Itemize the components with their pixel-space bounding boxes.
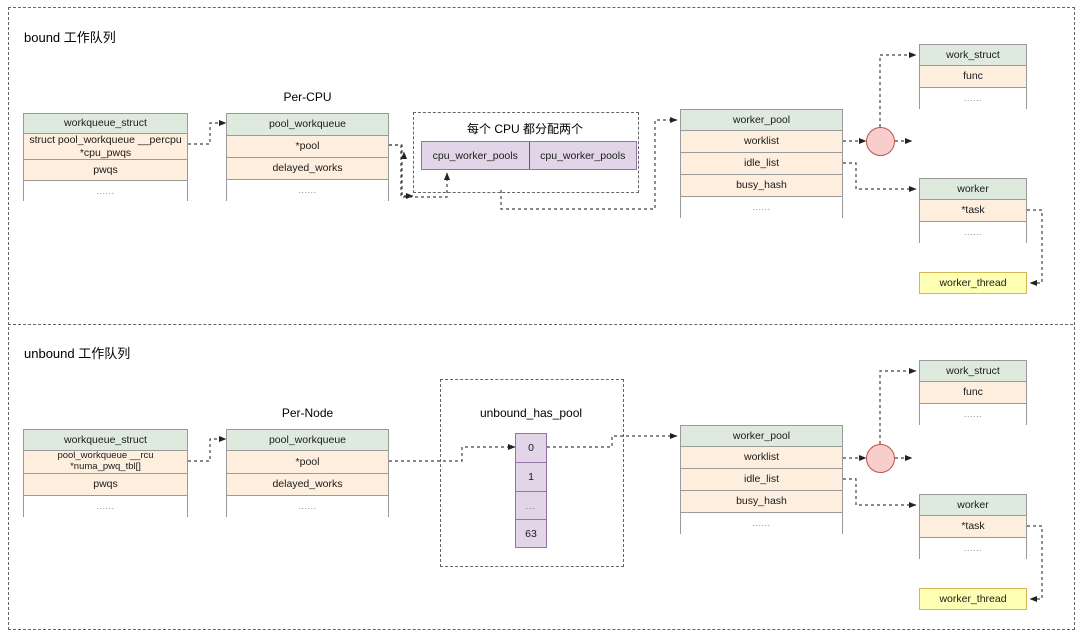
section-title-bound: bound 工作队列 [24,30,116,45]
record-title: worker_pool [681,110,842,131]
record-title: worker [920,495,1026,516]
record-field: ...... [681,513,842,534]
cpu-worker-pool-cell[interactable]: cpu_worker_pools [422,142,530,169]
record-title: work_struct [920,361,1026,382]
caption-unbound-has-pool: unbound_has_pool [479,406,583,420]
record-field: ...... [920,538,1026,559]
bound-pool-workqueue-record[interactable]: pool_workqueue *pool delayed_works .....… [226,113,389,201]
unbound-workqueue-struct-record[interactable]: workqueue_struct pool_workqueue __rcu *n… [23,429,188,517]
section-divider [8,324,1073,325]
unbound-pool-workqueue-record[interactable]: pool_workqueue *pool delayed_works .....… [226,429,389,517]
pool-index-item[interactable]: 0 [516,434,546,463]
bound-cpu-pools-container [413,112,639,193]
record-title: pool_workqueue [227,114,388,136]
unbound-worker-pool-record[interactable]: worker_pool worklist idle_list busy_hash… [680,425,843,534]
record-field: pool_workqueue __rcu *numa_pwq_tbl[] [24,451,187,474]
bound-worker-pool-record[interactable]: worker_pool worklist idle_list busy_hash… [680,109,843,218]
caption-per-cpu: Per-CPU [283,90,332,104]
record-title: worker [920,179,1026,200]
unbound-worker-record[interactable]: worker *task ...... [919,494,1027,559]
bound-worker-record[interactable]: worker *task ...... [919,178,1027,243]
pool-index-item[interactable]: 63 [525,527,537,540]
record-title: work_struct [920,45,1026,66]
record-field: ...... [920,404,1026,425]
record-field: busy_hash [681,491,842,513]
record-title: pool_workqueue [227,430,388,451]
bound-work-struct-record[interactable]: work_struct func ...... [919,44,1027,109]
unbound-dispatch-node[interactable] [866,444,895,473]
record-field: ...... [24,496,187,517]
record-field: delayed_works [227,158,388,180]
record-field: ...... [227,496,388,517]
unbound-worker-thread-node[interactable]: worker_thread [919,588,1027,610]
bound-worker-thread-node[interactable]: worker_thread [919,272,1027,294]
record-field: delayed_works [227,474,388,496]
record-title: worker_pool [681,426,842,447]
unbound-work-struct-record[interactable]: work_struct func ...... [919,360,1027,425]
record-field: *pool [227,451,388,474]
record-field: pwqs [24,474,187,496]
bound-workqueue-struct-record[interactable]: workqueue_struct struct pool_workqueue _… [23,113,188,201]
unbound-has-pool-container [440,379,624,567]
pool-index-item[interactable]: ... [516,492,546,520]
record-field: *task [920,516,1026,538]
record-title: workqueue_struct [24,114,187,134]
section-title-unbound: unbound 工作队列 [24,346,131,361]
record-field: pwqs [24,160,187,181]
cpu-worker-pool-cell[interactable]: cpu_worker_pools [540,149,626,162]
caption-two-per-cpu: 每个 CPU 都分配两个 [466,122,583,136]
record-field: ...... [681,197,842,218]
bound-dispatch-node[interactable] [866,127,895,156]
record-field: ...... [920,222,1026,243]
record-field: worklist [681,131,842,153]
record-field: busy_hash [681,175,842,197]
unbound-pool-index-stack[interactable]: 0 1 ... 63 [515,433,547,548]
bound-cpu-worker-pools[interactable]: cpu_worker_pools cpu_worker_pools [421,141,637,170]
record-field: *task [920,200,1026,222]
record-field: ...... [227,180,388,201]
record-field: idle_list [681,153,842,175]
record-field: ...... [920,88,1026,109]
record-field: struct pool_workqueue __percpu *cpu_pwqs [24,134,187,160]
record-field: worklist [681,447,842,469]
caption-per-node: Per-Node [281,406,334,420]
outer-frame [8,7,1075,630]
pool-index-item[interactable]: 1 [516,463,546,492]
record-field: func [920,382,1026,404]
record-field: *pool [227,136,388,158]
record-title: workqueue_struct [24,430,187,451]
record-field: ...... [24,181,187,201]
record-field: idle_list [681,469,842,491]
record-field: func [920,66,1026,88]
